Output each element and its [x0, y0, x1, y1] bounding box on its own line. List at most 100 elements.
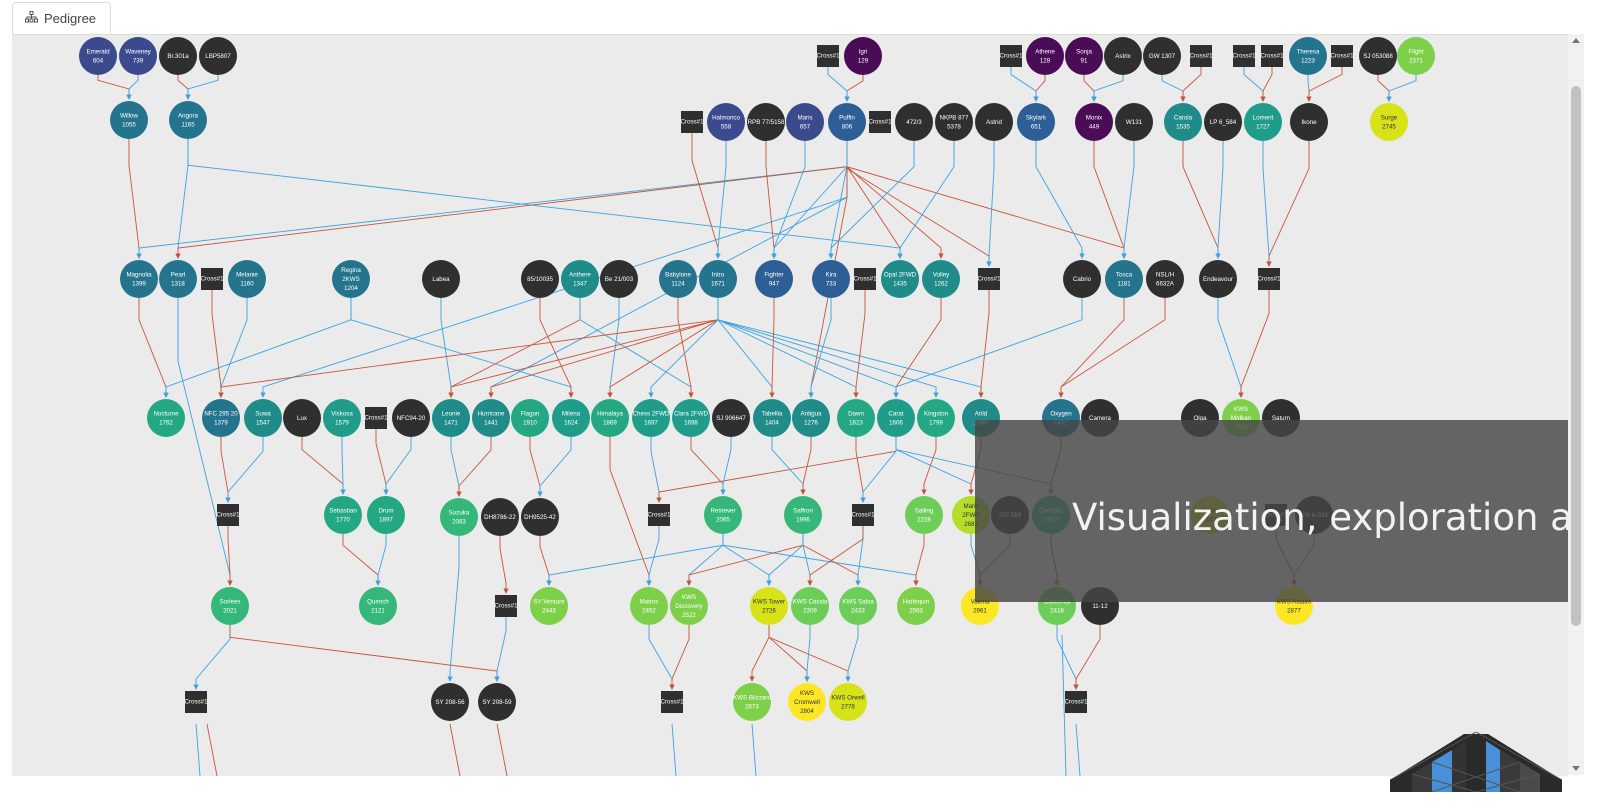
cross-node-shape[interactable]: [854, 268, 876, 290]
variety-node-shape[interactable]: [199, 37, 237, 75]
pedigree-node[interactable]: DH8786-22: [481, 498, 519, 536]
pedigree-node[interactable]: Br.301a: [159, 37, 197, 75]
scroll-down-icon[interactable]: [1572, 766, 1580, 771]
pedigree-node[interactable]: Cross#1: [1232, 45, 1256, 67]
variety-node-shape[interactable]: [332, 260, 370, 298]
pedigree-node[interactable]: Labea: [422, 260, 460, 298]
variety-node-shape[interactable]: [747, 103, 785, 141]
pedigree-node[interactable]: Ikone: [1290, 103, 1328, 141]
variety-node-shape[interactable]: [1204, 103, 1242, 141]
pedigree-node[interactable]: Astrid: [975, 103, 1013, 141]
variety-node-shape[interactable]: [530, 587, 568, 625]
variety-node-shape[interactable]: [422, 260, 460, 298]
pedigree-node[interactable]: Cross#1: [868, 111, 892, 133]
pedigree-node[interactable]: RPB 77/5158: [747, 103, 785, 141]
variety-node-shape[interactable]: [844, 37, 882, 75]
variety-node-shape[interactable]: [591, 399, 629, 437]
variety-node-shape[interactable]: [211, 587, 249, 625]
variety-node-shape[interactable]: [877, 399, 915, 437]
cross-node-shape[interactable]: [1258, 268, 1280, 290]
cross-node-shape[interactable]: [869, 111, 891, 133]
variety-node-shape[interactable]: [244, 399, 282, 437]
cross-node-shape[interactable]: [1000, 45, 1022, 67]
variety-node-shape[interactable]: [791, 587, 829, 625]
variety-node-shape[interactable]: [1146, 260, 1184, 298]
variety-node-shape[interactable]: [699, 260, 737, 298]
cross-node-shape[interactable]: [1233, 45, 1255, 67]
pedigree-node[interactable]: W131: [1115, 103, 1153, 141]
variety-node-shape[interactable]: [905, 496, 943, 534]
pedigree-node[interactable]: Be 21/003: [600, 260, 638, 298]
variety-node-shape[interactable]: [733, 683, 771, 721]
variety-node-shape[interactable]: [1104, 37, 1142, 75]
variety-node-shape[interactable]: [670, 587, 708, 625]
pedigree-node[interactable]: Astrix: [1104, 37, 1142, 75]
pedigree-node[interactable]: Endeavour: [1199, 260, 1237, 298]
variety-node-shape[interactable]: [632, 399, 670, 437]
variety-node-shape[interactable]: [79, 37, 117, 75]
variety-node-shape[interactable]: [786, 103, 824, 141]
variety-node-shape[interactable]: [119, 37, 157, 75]
variety-node-shape[interactable]: [755, 260, 793, 298]
variety-node-shape[interactable]: [935, 103, 973, 141]
cross-node-shape[interactable]: [852, 504, 874, 526]
cross-node-shape[interactable]: [185, 691, 207, 713]
variety-node-shape[interactable]: [367, 496, 405, 534]
pedigree-node[interactable]: SJ 906647: [712, 399, 750, 437]
variety-node-shape[interactable]: [1359, 37, 1397, 75]
pedigree-node[interactable]: Cross#1: [660, 691, 684, 713]
pedigree-node[interactable]: Cross#1: [647, 504, 671, 526]
variety-node-shape[interactable]: [159, 37, 197, 75]
variety-node-shape[interactable]: [917, 399, 955, 437]
cross-node-shape[interactable]: [648, 504, 670, 526]
variety-node-shape[interactable]: [753, 399, 791, 437]
pedigree-node[interactable]: Cross#1: [816, 45, 840, 67]
pedigree-node[interactable]: 472/3: [895, 103, 933, 141]
variety-node-shape[interactable]: [750, 587, 788, 625]
pedigree-node[interactable]: Cross#1: [1330, 45, 1354, 67]
variety-node-shape[interactable]: [511, 399, 549, 437]
tab-pedigree[interactable]: Pedigree: [12, 2, 112, 34]
variety-node-shape[interactable]: [228, 260, 266, 298]
pedigree-node[interactable]: Cross#1: [1257, 268, 1281, 290]
variety-node-shape[interactable]: [1290, 103, 1328, 141]
variety-node-shape[interactable]: [481, 498, 519, 536]
variety-node-shape[interactable]: [1065, 37, 1103, 75]
pedigree-node[interactable]: SY 208-59: [478, 683, 516, 721]
pedigree-node[interactable]: Cross#1: [851, 504, 875, 526]
pedigree-node[interactable]: DH9525-42: [521, 498, 559, 536]
pedigree-node[interactable]: Cross#1: [184, 691, 208, 713]
variety-node-shape[interactable]: [324, 496, 362, 534]
